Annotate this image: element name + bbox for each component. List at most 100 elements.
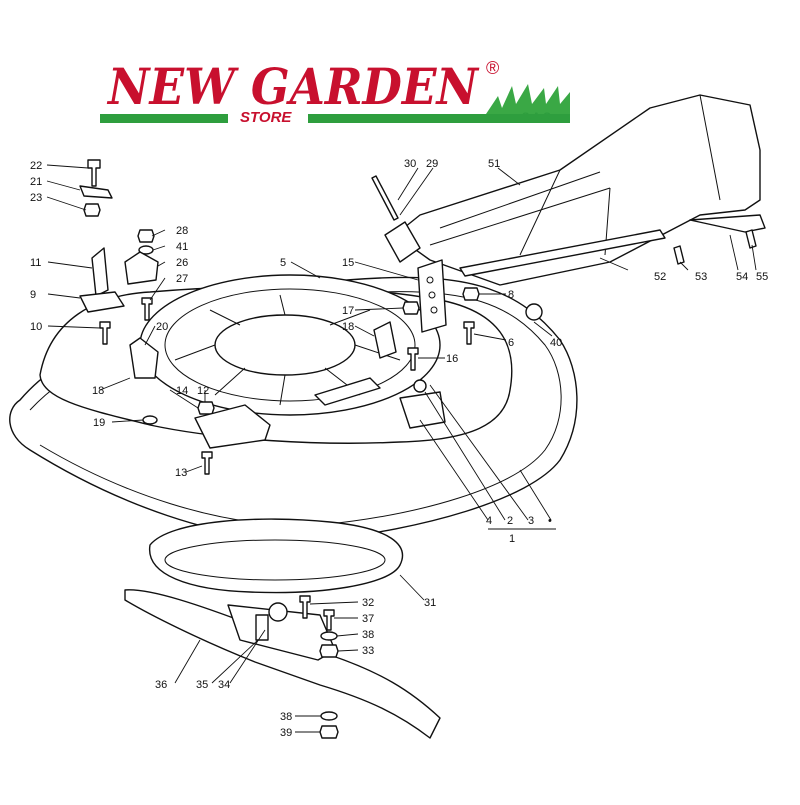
bracket-18-right [373,321,397,359]
label-28: 28 [176,225,188,237]
label-30: 30 [404,158,416,170]
logo-registered: ® [486,58,499,78]
bracket-15-hole-b [428,291,436,299]
label-27: 27 [176,273,188,285]
label-51: 51 [488,158,500,170]
lower-housing-rim [164,539,386,581]
label-32: 32 [362,597,374,609]
chute-mount-bracket [384,221,421,263]
label-13: 13 [175,467,187,479]
nut-33 [319,644,339,658]
label-19: 19 [93,417,105,429]
label-2: 2 [507,515,513,527]
bolt-10 [99,321,111,345]
label-9: 9 [30,289,36,301]
knob-40 [525,303,543,321]
blade [124,589,441,739]
bracket-15 [417,259,447,333]
label-39: 39 [280,727,292,739]
spring-34 [255,614,269,641]
label-23: 23 [30,192,42,204]
bracket-11 [91,247,109,297]
label-55: 55 [756,271,768,283]
blade-assembly [124,589,441,739]
logo-store-box [228,106,308,126]
label-4: 4 [486,515,492,527]
nut-8 [462,287,480,301]
bracket-15-hole-a [426,276,434,284]
label-33: 33 [362,645,374,657]
washer-2 [413,379,427,393]
label-16: 16 [446,353,458,365]
nut-14 [197,401,215,415]
bolt-27 [141,297,153,321]
nut-28 [137,229,155,243]
logo-sas: S.A.S. [522,111,554,123]
bolt-13 [201,451,213,475]
label-36: 36 [155,679,167,691]
label-35: 35 [196,679,208,691]
deck-center-ring-inner [164,288,416,402]
deck-slot [314,377,381,406]
bracket-12 [194,404,271,449]
label-26: 26 [176,257,188,269]
label-dot: • [548,515,552,527]
blade-hub-bolt [268,602,288,622]
label-20: 20 [156,321,168,333]
label-15: 15 [342,257,354,269]
bolt-6 [463,321,475,345]
label-38b: 38 [280,711,292,723]
label-3: 3 [528,515,534,527]
clip-26 [124,251,159,285]
label-53: 53 [695,271,707,283]
new-garden-logo: NEW GARDEN ® STORE S.A.S. [100,57,570,126]
washer-38-top [320,631,338,641]
logo-store: STORE [240,109,292,126]
label-5: 5 [280,257,286,269]
nut-23 [83,203,101,217]
plate-21 [79,185,113,199]
lower-housing [149,518,404,594]
label-34: 34 [218,679,230,691]
part-labels: 22 21 23 30 29 51 28 41 26 27 11 9 10 20… [30,158,768,739]
label-1: 1 [509,533,515,545]
label-10: 10 [30,321,42,333]
leader-lines [46,164,757,733]
latch-20 [129,337,159,379]
chute-ridges [429,94,721,256]
bolt-32 [299,595,311,619]
nut-39 [319,725,339,739]
label-38a: 38 [362,629,374,641]
label-17: 17 [342,305,354,317]
label-18a: 18 [342,321,354,333]
label-54: 54 [736,271,748,283]
label-8: 8 [508,289,514,301]
label-6: 6 [508,337,514,349]
chute-body [394,94,761,286]
pin-30 [371,175,399,221]
bolt-22 [87,159,101,187]
chute-end-clip [689,214,766,233]
logo-grass [486,84,570,114]
nut-17 [402,301,420,315]
label-14: 14 [176,385,188,397]
bolt-37 [323,609,335,631]
label-31: 31 [424,597,436,609]
logo-green-bar [100,114,570,123]
cutting-deck [9,274,578,594]
label-37: 37 [362,613,374,625]
label-41: 41 [176,241,188,253]
bolt-16 [407,347,419,371]
washer-19 [142,415,158,425]
hardware [79,159,757,739]
screw-53 [673,245,685,265]
label-40: 40 [550,337,562,349]
label-21: 21 [30,176,42,188]
label-52: 52 [654,271,666,283]
label-18b: 18 [92,385,104,397]
label-22: 22 [30,160,42,172]
deck-ribs [174,294,401,406]
label-12: 12 [197,385,209,397]
